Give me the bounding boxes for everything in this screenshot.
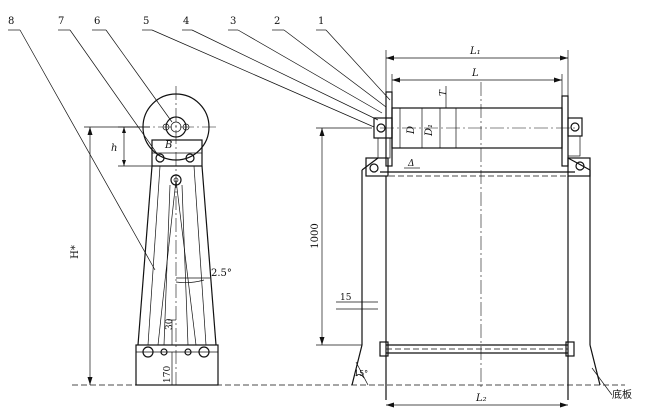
callout-3: 3 — [230, 16, 236, 27]
dimension-h: h — [111, 126, 152, 167]
angle-25-label: 2.5° — [211, 268, 232, 279]
dimension-L2: L₂ — [386, 393, 568, 408]
callout-leaders — [8, 29, 391, 271]
dimension-1000-label: 1000 — [310, 223, 321, 248]
dimension-H-label: H* — [70, 245, 81, 259]
dimension-H: H* — [70, 126, 140, 385]
dimension-D1-label: D₁ — [424, 124, 435, 137]
dimension-L1-label: L₁ — [469, 46, 481, 57]
callout-4: 4 — [183, 16, 189, 27]
dimension-L: L — [391, 68, 563, 108]
dimension-delta-label: Δ — [407, 159, 415, 169]
dimension-15-label: 15 — [340, 293, 352, 303]
callout-1: 1 — [318, 16, 324, 27]
angle-15-label: 15° — [354, 369, 368, 378]
callout-5: 5 — [143, 16, 149, 27]
dimension-h-label: h — [111, 143, 117, 154]
callout-7: 7 — [58, 16, 64, 27]
dimension-D-label: D — [406, 126, 417, 135]
base-plate-label: 底板 — [612, 388, 632, 401]
dimension-170-label: 170 — [163, 366, 173, 383]
callout-6: 6 — [94, 16, 100, 27]
callout-8: 8 — [8, 16, 14, 27]
dimension-B-label: B — [164, 140, 172, 151]
front-view — [316, 82, 613, 400]
dimension-T-label: T — [439, 89, 449, 96]
callout-2: 2 — [274, 16, 280, 27]
side-view — [135, 86, 219, 386]
dimension-L-label: L — [471, 68, 479, 79]
dimension-30-label: 30 — [165, 318, 175, 330]
dimension-L2-label: L₂ — [475, 393, 487, 404]
dimension-L1: L₁ — [385, 46, 569, 96]
